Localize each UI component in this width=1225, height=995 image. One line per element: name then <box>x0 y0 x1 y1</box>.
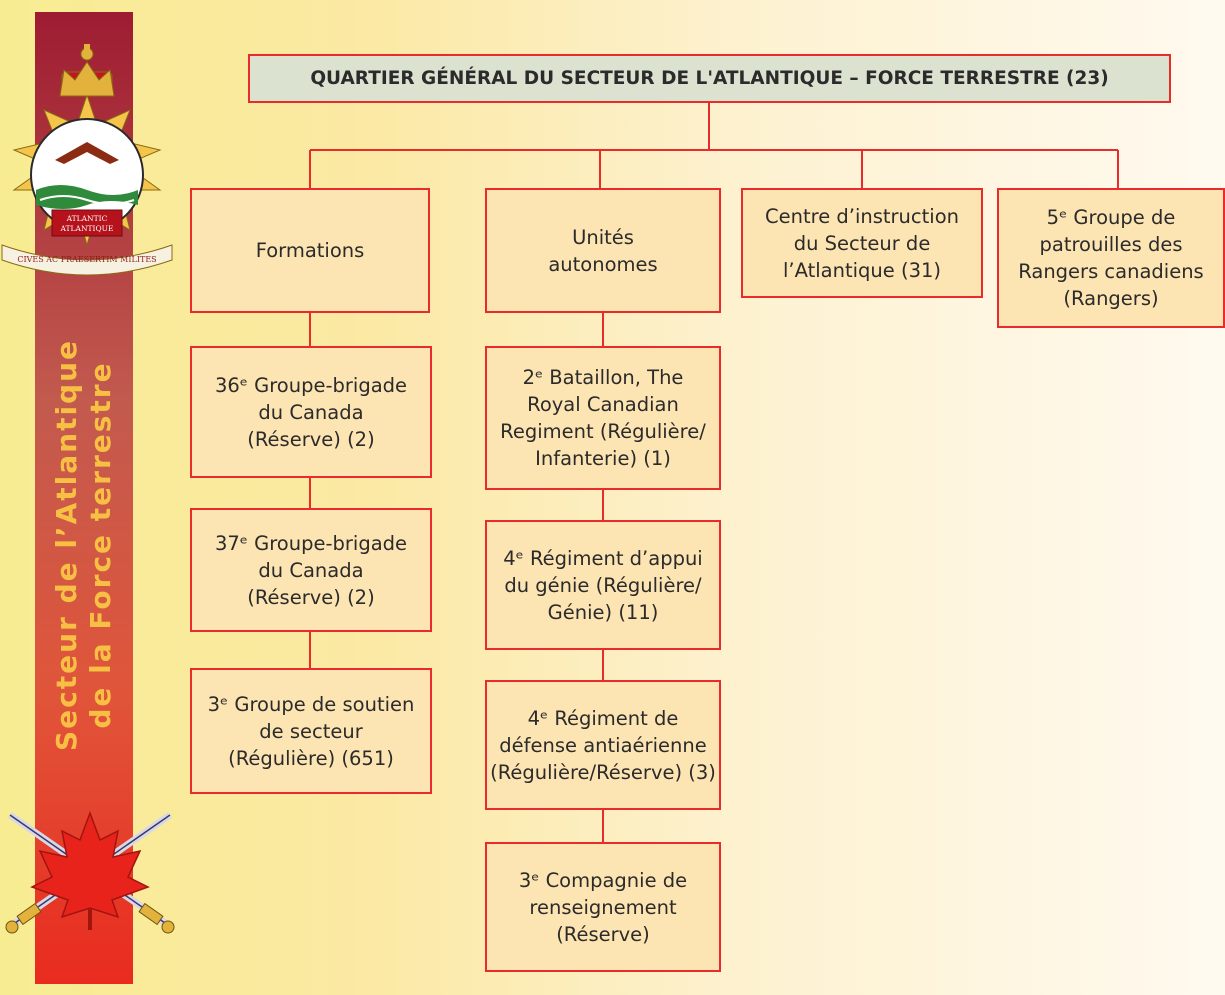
box-unites-autonomes: Unités autonomes <box>485 188 721 313</box>
crest-motto: CIVES AC PRAESERTIM MILITES <box>17 255 156 264</box>
box-3cr-line-2: renseignement <box>529 895 677 919</box>
box-36-groupe-brigade: 36ᵉ Groupe-brigade du Canada (Réserve) (… <box>190 346 432 478</box>
box-4aa-line-3: (Régulière/Réserve) (3) <box>490 760 716 784</box>
crest-icon: ATLANTIC ATLANTIQUE CIVES AC PRAESERTIM … <box>1 44 173 276</box>
box-36-line-1: 36ᵉ Groupe-brigade <box>214 373 408 397</box>
crest-band-text-1: ATLANTIC <box>66 214 108 223</box>
box-37-groupe-brigade: 37ᵉ Groupe-brigade du Canada (Réserve) (… <box>190 508 432 632</box>
box-3gs-line-2: de secteur <box>259 719 363 743</box>
box-rangers-line-3: Rangers canadiens <box>1018 260 1204 283</box>
box-rangers-line-4: (Rangers) <box>1063 287 1159 310</box>
box-centre-line-1: Centre d’instruction <box>764 204 959 228</box>
box-4aa-line-2: défense antiaérienne <box>499 733 707 757</box>
box-3gs-line-1: 3ᵉ Groupe de soutien <box>207 692 415 716</box>
box-4g-line-1: 4ᵉ Régiment d’appui <box>503 546 703 570</box>
box-2b-line-4: Infanterie) (1) <box>535 447 671 470</box>
box-37-line-1: 37ᵉ Groupe-brigade <box>214 531 408 555</box>
box-formations-line-1: Formations <box>255 239 365 262</box>
hq-box: QUARTIER GÉNÉRAL DU SECTEUR DE L'ATLANTI… <box>248 54 1171 103</box>
box-centre-line-2: du Secteur de <box>793 231 931 255</box>
box-36-line-3: (Réserve) (2) <box>247 427 375 451</box>
box-rangers: 5ᵉ Groupe de patrouilles des Rangers can… <box>997 188 1225 328</box>
box-2b-line-1: 2ᵉ Bataillon, The <box>522 366 684 389</box>
box-2-bataillon-rcr: 2ᵉ Bataillon, The Royal Canadian Regimen… <box>485 346 721 490</box>
box-4g-line-3: Génie) (11) <box>547 600 659 624</box>
crest-band-text-2: ATLANTIQUE <box>60 224 114 233</box>
box-4aa-line-1: 4ᵉ Régiment de <box>527 706 679 730</box>
box-36-line-2: du Canada <box>258 400 364 424</box>
box-37-line-2: du Canada <box>258 558 364 582</box>
box-3cr-line-1: 3ᵉ Compagnie de <box>518 868 688 892</box>
box-unites-line-1: Unités <box>572 225 634 249</box>
box-4-regiment-genie: 4ᵉ Régiment d’appui du génie (Régulière/… <box>485 520 721 650</box>
maple-leaf-swords-icon <box>5 810 175 934</box>
box-3-compagnie-renseignement: 3ᵉ Compagnie de renseignement (Réserve) <box>485 842 721 972</box>
box-centre-instruction: Centre d’instruction du Secteur de l’Atl… <box>741 188 983 298</box>
box-rangers-line-1: 5ᵉ Groupe de <box>1046 206 1176 229</box>
box-rangers-line-2: patrouilles des <box>1039 233 1183 256</box>
box-formations: Formations <box>190 188 430 313</box>
box-3gs-line-3: (Régulière) (651) <box>228 746 394 770</box>
box-centre-line-3: l’Atlantique (31) <box>782 258 941 282</box>
box-4g-line-2: du génie (Régulière/ <box>504 573 702 597</box>
hq-label: QUARTIER GÉNÉRAL DU SECTEUR DE L'ATLANTI… <box>310 68 1109 89</box>
box-unites-line-2: autonomes <box>548 252 658 276</box>
box-37-line-3: (Réserve) (2) <box>247 585 375 609</box>
box-4-regiment-antiaerienne: 4ᵉ Régiment de défense antiaérienne (Rég… <box>485 680 721 810</box>
box-3-groupe-soutien: 3ᵉ Groupe de soutien de secteur (Réguliè… <box>190 668 432 794</box>
box-2b-line-3: Regiment (Régulière/ <box>500 420 706 443</box>
box-3cr-line-3: (Réserve) <box>556 922 650 946</box>
box-2b-line-2: Royal Canadian <box>527 393 679 416</box>
